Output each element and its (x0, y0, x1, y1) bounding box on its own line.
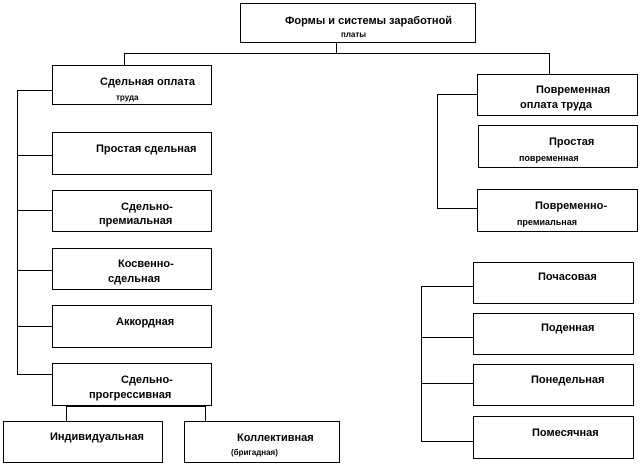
time-item-box-monthly: Помесячная (473, 416, 634, 459)
piecework-item-line2: прогрессивная (89, 389, 172, 401)
connector-left-stub-3 (17, 270, 52, 271)
piecework-sub-line2: (бригадная) (231, 448, 278, 457)
time-header-line1: Повременная (536, 84, 611, 96)
connector-time-stub-header (437, 94, 477, 95)
piecework-item-line2: премиальная (99, 215, 173, 227)
connector-left-stub-5 (17, 374, 52, 375)
time-header-box: Повременная оплата труда (477, 74, 638, 116)
piecework-item-line1: Сдельно- (121, 374, 173, 386)
connector-time-stub-hourly (421, 286, 473, 287)
piecework-item-box-indirect: Косвенно- сдельная (52, 248, 212, 290)
root-title-line2: платы (341, 30, 367, 39)
connector-left-spine (17, 90, 18, 374)
connector-top-horizontal (124, 53, 550, 54)
piecework-item-box-simple: Простая сдельная (52, 132, 212, 175)
connector-time-stub-premium (437, 208, 477, 209)
connector-time-stub-weekly (421, 383, 473, 384)
piecework-item-line1: Сдельно- (121, 201, 173, 213)
piecework-item-line1: Косвенно- (118, 258, 174, 270)
connector-left-stub-2 (17, 210, 52, 211)
time-item-box-hourly: Почасовая (473, 262, 634, 304)
time-item-line2: повременная (519, 153, 579, 163)
piecework-item-box-premium: Сдельно- премиальная (52, 190, 212, 232)
connector-time-units-spine (421, 286, 422, 441)
piecework-sub-line1: Коллективная (237, 432, 314, 444)
connector-left-stub-4 (17, 326, 52, 327)
time-item-box-premium: Повременно- премиальная (477, 189, 638, 232)
time-item-line1: Понедельная (531, 374, 605, 386)
piecework-item-line1: Простая сдельная (96, 143, 197, 155)
time-item-box-simple: Простая повременная (478, 125, 638, 168)
root-box: Формы и системы заработной платы (240, 3, 476, 43)
piecework-header-line2: труда (116, 93, 139, 102)
connector-left-stub-header (17, 90, 52, 91)
time-item-line1: Помесячная (532, 427, 599, 439)
connector-time-stub-daily (421, 337, 473, 338)
piecework-header-line1: Сдельная оплата (100, 76, 196, 88)
piecework-item-line2: сдельная (108, 273, 161, 285)
piecework-header-box: Сдельная оплата труда (52, 65, 212, 105)
connector-left-stub-1 (17, 155, 52, 156)
connector-sub-left (66, 406, 67, 421)
time-item-line1: Повременно- (535, 200, 608, 212)
time-item-line1: Простая (549, 136, 595, 148)
connector-sub-right (205, 406, 206, 421)
time-item-box-weekly: Понедельная (473, 364, 634, 406)
root-title-line1: Формы и системы заработной (285, 15, 453, 27)
piecework-sub-box-individual: Индивидуальная (3, 421, 163, 463)
connector-time-spine (437, 94, 438, 208)
piecework-item-line1: Аккордная (116, 316, 175, 328)
connector-right-down (549, 53, 550, 74)
connector-left-down (124, 53, 125, 65)
time-item-line1: Почасовая (538, 271, 597, 283)
time-item-line2: премиальная (517, 217, 577, 227)
connector-root-down (336, 42, 337, 53)
connector-sub-horizontal (66, 406, 206, 407)
piecework-sub-box-collective: Коллективная (бригадная) (184, 421, 340, 463)
connector-time-stub-monthly (421, 441, 473, 442)
piecework-sub-line1: Индивидуальная (50, 431, 144, 443)
time-header-line2: оплата труда (520, 99, 592, 111)
time-item-line1: Поденная (541, 322, 595, 334)
piecework-item-box-lump-sum: Аккордная (52, 305, 212, 348)
time-item-box-daily: Поденная (473, 313, 634, 355)
piecework-item-box-progressive: Сдельно- прогрессивная (52, 363, 212, 406)
